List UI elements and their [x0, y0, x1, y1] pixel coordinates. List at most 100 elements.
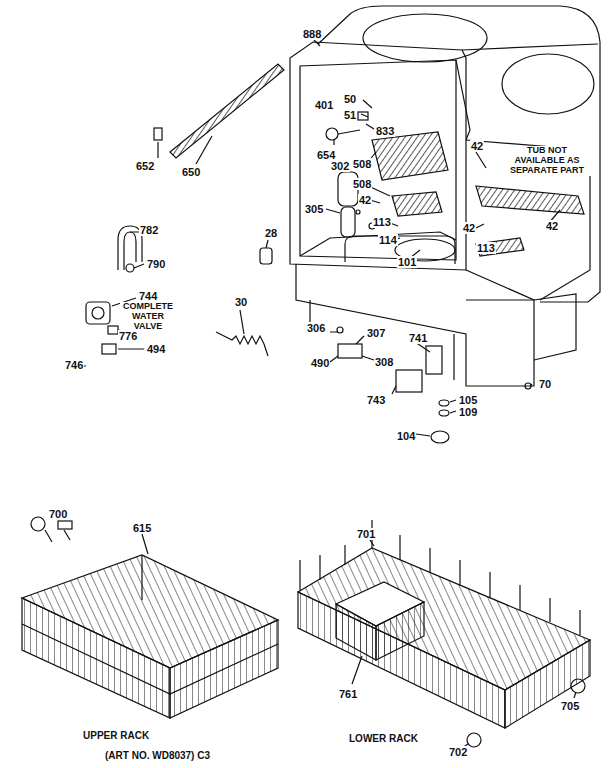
hose-and-valve	[108, 326, 118, 334]
callout-number: 308	[374, 356, 394, 368]
door-gasket	[154, 64, 284, 158]
callout-number: 494	[146, 343, 166, 355]
callout-number: 705	[560, 700, 580, 712]
callout-number: 615	[132, 522, 152, 534]
lower-rack	[505, 640, 590, 728]
callout-number: 306	[306, 322, 326, 334]
door-gasket	[154, 128, 162, 140]
spring-and-parts	[338, 344, 362, 358]
callout-number: 701	[356, 528, 376, 540]
spring-and-parts	[396, 370, 422, 392]
tub-interior	[476, 238, 524, 256]
callout-number: 700	[48, 508, 68, 520]
callout-number: 28	[264, 227, 278, 239]
callout-number: 113	[372, 216, 392, 228]
callout-number: 51	[343, 109, 357, 121]
callout-number: 302	[330, 160, 350, 172]
base-frame	[296, 264, 534, 386]
callout-number: 508	[352, 158, 372, 170]
callout-number: 650	[181, 166, 201, 178]
callout-number: 702	[448, 746, 468, 758]
lower-rack	[300, 520, 580, 635]
callout-number: 790	[146, 258, 166, 270]
hose-and-valve	[102, 344, 116, 354]
callout-number: 305	[304, 203, 324, 215]
callout-number: 105	[458, 394, 478, 406]
tub-interior	[341, 207, 355, 237]
lower-rack	[336, 604, 376, 660]
callout-number: 761	[338, 688, 358, 700]
callout-number: 744	[138, 290, 158, 302]
spring-and-parts	[216, 332, 268, 356]
upper-rack	[22, 598, 170, 718]
spring-and-parts	[426, 346, 442, 374]
hose-and-valve	[86, 302, 110, 324]
callout-number: 70	[538, 378, 552, 390]
lower-rack	[298, 520, 590, 748]
art-number: (ART NO. WD8037) C3	[104, 750, 211, 761]
base-frame	[310, 294, 576, 380]
tub-interior	[372, 132, 448, 180]
tub-interior	[338, 130, 360, 134]
leader-lines	[84, 356, 532, 394]
callout-number: 746	[64, 359, 84, 371]
callout-number: 30	[234, 296, 248, 308]
callout-number: 42	[462, 222, 476, 234]
callout-number: 307	[366, 327, 386, 339]
callout-number: 833	[375, 125, 395, 137]
lower-rack	[462, 692, 576, 748]
callout-number: 782	[139, 224, 159, 236]
upper-rack	[58, 521, 72, 529]
callout-number: 490	[310, 357, 330, 369]
leader-lines	[326, 178, 560, 224]
callout-number: 743	[366, 394, 386, 406]
lower-rack	[571, 679, 585, 693]
callout-number: 101	[397, 256, 417, 268]
callout-number: 652	[135, 160, 155, 172]
tub-interior	[326, 112, 584, 264]
rack-label: UPPER RACK	[82, 730, 150, 741]
tub-interior	[326, 128, 338, 140]
upper-rack	[22, 517, 278, 718]
note-text: COMPLETE WATER VALVE	[120, 302, 176, 332]
tub-interior	[356, 210, 360, 214]
lower-rack	[376, 602, 424, 660]
callout-number: 104	[396, 430, 416, 442]
lower-rack	[352, 540, 374, 684]
base-frame	[296, 264, 576, 386]
callout-number: 42	[545, 220, 559, 232]
lower-rack	[467, 733, 481, 747]
leader-lines	[112, 238, 420, 335]
hose-and-valve	[126, 264, 134, 272]
tub-shell	[363, 14, 487, 62]
note-text: TUB NOT AVAILABLE AS SEPARATE PART	[500, 146, 594, 176]
spring-and-parts	[216, 248, 531, 443]
tub-shell	[462, 44, 598, 50]
upper-rack	[31, 517, 45, 531]
leader-lines	[314, 40, 374, 145]
callout-number: 401	[314, 99, 334, 111]
callout-number: 776	[118, 330, 138, 342]
hose-and-valve	[92, 307, 104, 319]
upper-rack	[22, 555, 278, 694]
callout-number: 114	[378, 234, 398, 246]
tub-front-frame	[290, 42, 470, 270]
rack-label: LOWER RACK	[348, 733, 419, 744]
leader-lines	[130, 223, 494, 254]
tub-front-frame	[456, 60, 470, 140]
callout-number: 109	[458, 406, 478, 418]
leader-lines	[158, 136, 486, 168]
callout-number: 42	[358, 194, 372, 206]
spring-and-parts	[439, 400, 449, 406]
tub-front-frame	[290, 42, 466, 270]
hose-and-valve	[77, 226, 142, 369]
callout-number: 508	[352, 178, 372, 190]
tub-front-frame	[300, 60, 456, 260]
tub-shell	[502, 54, 594, 114]
spring-and-parts	[260, 248, 272, 264]
spring-and-parts	[431, 431, 449, 443]
callout-number: 741	[408, 332, 428, 344]
callout-number: 42	[470, 140, 484, 152]
